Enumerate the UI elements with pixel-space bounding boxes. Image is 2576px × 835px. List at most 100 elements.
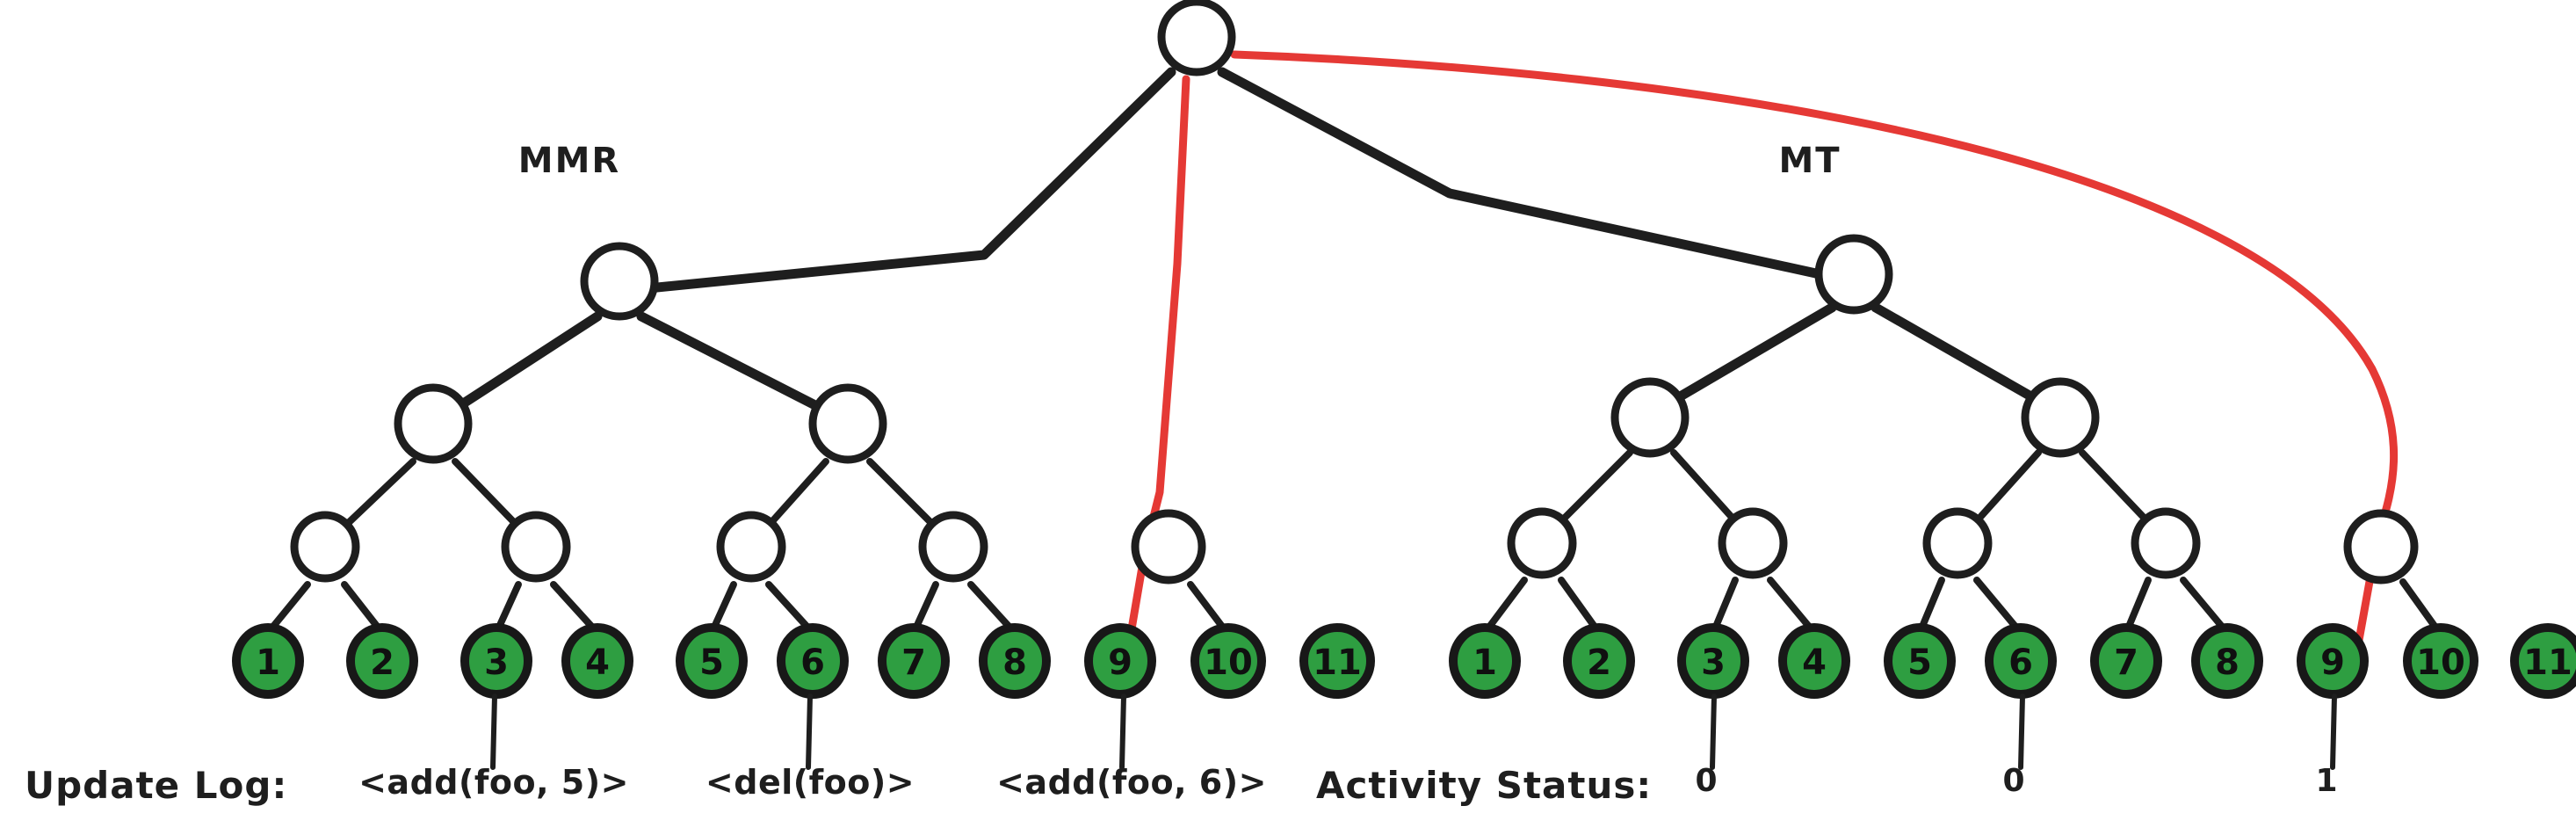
mt-leaf-7[interactable]: 7 (2090, 623, 2162, 699)
mt-leaf-node-7[interactable] (2090, 623, 2162, 699)
mmr-leaf-11[interactable]: 11 (1299, 623, 1375, 699)
mmr-leaf-node-9[interactable] (1084, 623, 1156, 699)
mmr-leaf-node-1[interactable] (232, 623, 304, 699)
mt-leaf-node-2[interactable] (1563, 623, 1635, 699)
mmr-leaf-1[interactable]: 1 (232, 623, 304, 699)
mmr-leaf-label-6: 6 (800, 643, 825, 683)
tree-label-mt: MT (1778, 141, 1841, 181)
mmr-leaf-node-11[interactable] (1299, 623, 1375, 699)
mmr-internal-node-r1[interactable] (808, 383, 887, 464)
mmr-leaf-node-10[interactable] (1190, 623, 1266, 699)
mmr-leaf-label-5: 5 (699, 643, 724, 683)
red-path-root-to-mt-node9 (1230, 50, 2399, 532)
mmr-leaf-label-9: 9 (1108, 643, 1132, 683)
mmr-leaf-node-6[interactable] (777, 623, 849, 699)
mt-leaf-node-4[interactable] (1778, 623, 1850, 699)
mmr-internal-node-p910[interactable] (1131, 509, 1206, 584)
leaf-tick-marks (490, 693, 2337, 770)
mt-leaf-node-11[interactable] (2510, 623, 2576, 699)
mmr-internal-node-p78[interactable] (918, 511, 988, 583)
root-edges (626, 67, 1857, 295)
mmr-internal-node-root[interactable] (580, 242, 659, 321)
mmr-leaf-6[interactable]: 6 (777, 623, 849, 699)
mt-internal-node-root[interactable] (1814, 234, 1893, 315)
mt-leaf-1[interactable]: 1 (1449, 623, 1521, 699)
mt-leaf-label-8: 8 (2215, 643, 2240, 683)
activity-status-value-2: 0 (2002, 763, 2024, 799)
mmr-leaf-label-3: 3 (484, 643, 509, 683)
mt-leaf-label-6: 6 (2008, 643, 2033, 683)
mt-leaf-2[interactable]: 2 (1563, 623, 1635, 699)
mt-leaf-3[interactable]: 3 (1677, 623, 1749, 699)
mmr-leaf-node-7[interactable] (878, 623, 950, 699)
mmr-leaf-label-4: 4 (585, 643, 610, 683)
mt-leaf-label-10: 10 (2416, 643, 2465, 683)
mt-leaf-8[interactable]: 8 (2191, 623, 2263, 699)
mmr-leaf-label-10: 10 (1204, 643, 1253, 683)
mt-internal-node-p34[interactable] (1718, 507, 1788, 579)
mmr-leaves: 1 2 3 4 5 6 7 (232, 623, 1375, 699)
mt-leaf-10[interactable]: 10 (2403, 623, 2478, 699)
mmr-leaf-3[interactable]: 3 (460, 623, 532, 699)
activity-status-value-3: 1 (2315, 763, 2337, 799)
mt-leaf-9[interactable]: 9 (2297, 623, 2369, 699)
mt-leaves: 1 2 3 4 5 6 7 (1449, 623, 2576, 699)
activity-status-value-1: 0 (1695, 763, 1717, 799)
mt-leaf-label-5: 5 (1907, 643, 1932, 683)
mmr-internal-node-l1[interactable] (394, 383, 473, 464)
tick-mt-leaf-3 (1710, 693, 1717, 770)
mt-internal-node-p78[interactable] (2131, 507, 2201, 579)
mt-leaf-label-4: 4 (1802, 643, 1827, 683)
activity-status-caption: Activity Status: (1316, 764, 1652, 807)
mmr-leaf-9[interactable]: 9 (1084, 623, 1156, 699)
mt-leaf-node-5[interactable] (1884, 623, 1956, 699)
mt-leaf-5[interactable]: 5 (1884, 623, 1956, 699)
mt-leaf-label-7: 7 (2114, 643, 2138, 683)
mt-internal-node-p910[interactable] (2343, 509, 2419, 584)
tick-mmr-leaf-3 (490, 693, 497, 770)
mt-leaf-label-9: 9 (2320, 643, 2345, 683)
mt-leaf-node-10[interactable] (2403, 623, 2478, 699)
shared-root-node[interactable] (1157, 0, 1236, 76)
mmr-leaf-label-2: 2 (370, 643, 394, 683)
mmr-leaf-10[interactable]: 10 (1190, 623, 1266, 699)
mmr-leaf-5[interactable]: 5 (676, 623, 748, 699)
mmr-leaf-4[interactable]: 4 (561, 623, 633, 699)
edge-mmr-root-right (636, 311, 853, 427)
mt-leaf-label-1: 1 (1473, 643, 1497, 683)
edge-root-to-mmr-root (626, 67, 1176, 295)
edge-root-to-mt-root (1217, 67, 1857, 287)
mmr-edges (264, 311, 1232, 638)
update-log-caption: Update Log: (25, 764, 287, 807)
update-log-entry-2: <del(foo)> (706, 763, 915, 802)
mmr-internal-node-p34[interactable] (501, 511, 571, 583)
mt-internal-node-l1[interactable] (1610, 377, 1690, 458)
mt-internal-node-p12[interactable] (1507, 507, 1577, 579)
red-path-root-to-mmr-node9 (1147, 75, 1190, 532)
mmr-leaf-label-1: 1 (256, 643, 280, 683)
mmr-leaf-8[interactable]: 8 (979, 623, 1051, 699)
tree-label-mmr: MMR (518, 141, 620, 181)
mmr-leaf-label-11: 11 (1313, 643, 1362, 683)
mt-internal-node-p56[interactable] (1922, 507, 1993, 579)
mt-leaf-node-8[interactable] (2191, 623, 2263, 699)
mt-leaf-11[interactable]: 11 (2510, 623, 2576, 699)
mmr-internal-node-p56[interactable] (716, 511, 786, 583)
mmr-leaf-node-5[interactable] (676, 623, 748, 699)
tick-mt-leaf-6 (2018, 693, 2025, 770)
mt-leaf-node-1[interactable] (1449, 623, 1521, 699)
mmr-internal-node-p12[interactable] (290, 511, 360, 583)
tick-mt-leaf-9 (2330, 693, 2337, 770)
tick-mmr-leaf-6 (806, 693, 813, 770)
mt-internal-node-r1[interactable] (2021, 377, 2100, 458)
mmr-leaf-node-2[interactable] (346, 623, 418, 699)
mmr-leaf-node-4[interactable] (561, 623, 633, 699)
mt-internal-nodes (1507, 234, 2419, 584)
mt-leaf-6[interactable]: 6 (1985, 623, 2057, 699)
mmr-leaf-node-8[interactable] (979, 623, 1051, 699)
mmr-leaf-2[interactable]: 2 (346, 623, 418, 699)
mmr-leaf-7[interactable]: 7 (878, 623, 950, 699)
mt-leaf-4[interactable]: 4 (1778, 623, 1850, 699)
